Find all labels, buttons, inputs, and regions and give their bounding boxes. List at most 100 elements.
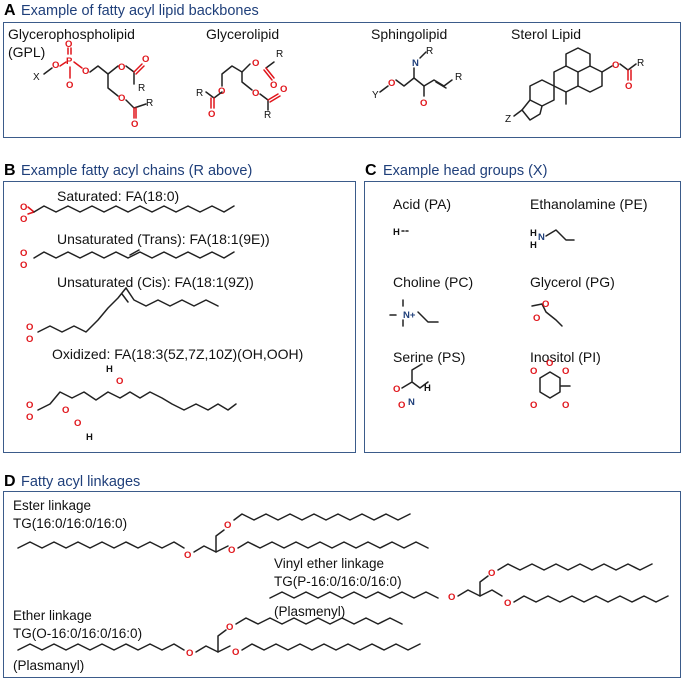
- svg-text:N+: N+: [403, 310, 416, 321]
- ester-title: Ester linkage: [13, 498, 92, 513]
- svg-text:O: O: [26, 322, 33, 333]
- svg-text:N: N: [538, 232, 545, 243]
- panel-d-letter: D: [4, 473, 16, 490]
- head-serine-label: Serine (PS): [393, 349, 466, 365]
- svg-text:O: O: [20, 248, 27, 259]
- svg-text:O: O: [533, 313, 540, 324]
- svg-text:H: H: [86, 432, 93, 443]
- gpl-structure: X O P O O O O O R O O R: [33, 39, 153, 130]
- svg-text:O: O: [26, 400, 33, 411]
- svg-text:O: O: [226, 622, 233, 633]
- svg-text:H: H: [530, 240, 537, 251]
- svg-text:O: O: [66, 80, 73, 91]
- ether-tg: TG(O-16:0/16:0/16:0): [13, 626, 143, 641]
- svg-text:O: O: [26, 412, 33, 423]
- panel-b: [3, 181, 356, 453]
- svg-text:R: R: [276, 49, 283, 60]
- head-choline-label: Choline (PC): [393, 274, 474, 290]
- svg-text:R: R: [196, 88, 203, 99]
- svg-text:R: R: [138, 83, 145, 94]
- head-inositol-label: Inositol (PI): [530, 349, 601, 365]
- svg-text:R: R: [146, 98, 153, 109]
- svg-text:O: O: [228, 545, 235, 556]
- svg-text:R: R: [455, 72, 462, 83]
- head-ethanolamine-label: Ethanolamine (PE): [530, 196, 648, 212]
- svg-text:O: O: [625, 81, 632, 92]
- panel-a-title: Example of fatty acyl lipid backbones: [21, 3, 259, 19]
- svg-text:O: O: [232, 647, 239, 658]
- sphingolipid-structure: N R Y O O R: [372, 46, 462, 109]
- panel-b-title: Example fatty acyl chains (R above): [21, 163, 253, 179]
- svg-text:O: O: [118, 93, 125, 104]
- svg-text:O: O: [65, 39, 72, 50]
- gpl-p-atom: P: [66, 56, 73, 67]
- ether-title: Ether linkage: [13, 608, 92, 623]
- sterol-structure: O O R Z: [505, 47, 644, 125]
- svg-text:R: R: [426, 46, 433, 57]
- svg-text:O: O: [74, 418, 81, 429]
- panel-c-title: Example head groups (X): [383, 163, 548, 179]
- svg-text:O: O: [26, 334, 33, 345]
- gpl-x-atom: X: [33, 72, 40, 83]
- svg-text:O: O: [116, 376, 123, 387]
- svg-text:O: O: [62, 405, 69, 416]
- svg-text:N: N: [412, 58, 419, 69]
- head-acid-label: Acid (PA): [393, 196, 452, 212]
- svg-text:O: O: [20, 202, 27, 213]
- svg-text:Z: Z: [505, 114, 511, 125]
- panel-a-letter: A: [4, 2, 16, 19]
- svg-text:O: O: [20, 214, 27, 225]
- trans-chain: O O: [20, 248, 235, 271]
- svg-text:O: O: [448, 592, 455, 603]
- svg-text:O: O: [488, 568, 495, 579]
- svg-text:O: O: [184, 550, 191, 561]
- svg-text:Y: Y: [372, 90, 379, 101]
- vinyl-tg: TG(P-16:0/16:0/16:0): [274, 574, 402, 589]
- svg-text:O: O: [208, 109, 215, 120]
- panel-b-letter: B: [4, 162, 16, 179]
- svg-text:H: H: [393, 227, 400, 238]
- svg-text:O: O: [131, 119, 138, 130]
- svg-text:O: O: [82, 66, 89, 77]
- sphingolipid-label: Sphingolipid: [371, 26, 448, 42]
- glycerolipid-label: Glycerolipid: [206, 26, 280, 42]
- panel-d-title: Fatty acyl linkages: [21, 474, 141, 490]
- cis-label: Unsaturated (Cis): FA(18:1(9Z)): [57, 274, 254, 290]
- svg-text:O: O: [20, 260, 27, 271]
- svg-text:R: R: [264, 110, 271, 121]
- gpl-o-atom: O: [52, 60, 59, 71]
- svg-text:H: H: [106, 364, 113, 375]
- svg-text:O: O: [504, 598, 511, 609]
- panel-a: [3, 22, 681, 138]
- panel-c-letter: C: [365, 162, 377, 179]
- svg-text:H: H: [424, 383, 431, 394]
- svg-text:O: O: [393, 384, 400, 395]
- svg-text:O: O: [562, 366, 569, 377]
- svg-text:N: N: [408, 397, 415, 408]
- svg-text:O: O: [546, 358, 553, 369]
- glycerolipid-structure: R O O O O R O O R: [196, 49, 287, 121]
- svg-text:O: O: [530, 366, 537, 377]
- panel-c: [364, 181, 681, 453]
- svg-text:O: O: [224, 520, 231, 531]
- panel-d: [3, 491, 681, 678]
- gpl-label: Glycerophospholipid (GPL): [8, 26, 135, 60]
- svg-text:O: O: [270, 80, 277, 91]
- svg-text:O: O: [420, 98, 427, 109]
- head-glycerol-label: Glycerol (PG): [530, 274, 615, 290]
- vinyl-sub: (Plasmenyl): [274, 604, 346, 619]
- svg-text:O: O: [142, 54, 149, 65]
- svg-text:H: H: [530, 228, 537, 239]
- svg-text:O: O: [530, 400, 537, 411]
- ether-sub: (Plasmanyl): [13, 658, 85, 673]
- svg-text:O: O: [252, 88, 259, 99]
- trans-label: Unsaturated (Trans): FA(18:1(9E)): [57, 231, 270, 247]
- oxidized-label: Oxidized: FA(18:3(5Z,7Z,10Z)(OH,OOH): [52, 346, 304, 362]
- svg-text:O: O: [542, 299, 549, 310]
- svg-text:O: O: [398, 400, 405, 411]
- svg-text:O: O: [388, 78, 395, 89]
- svg-text:O: O: [118, 62, 125, 73]
